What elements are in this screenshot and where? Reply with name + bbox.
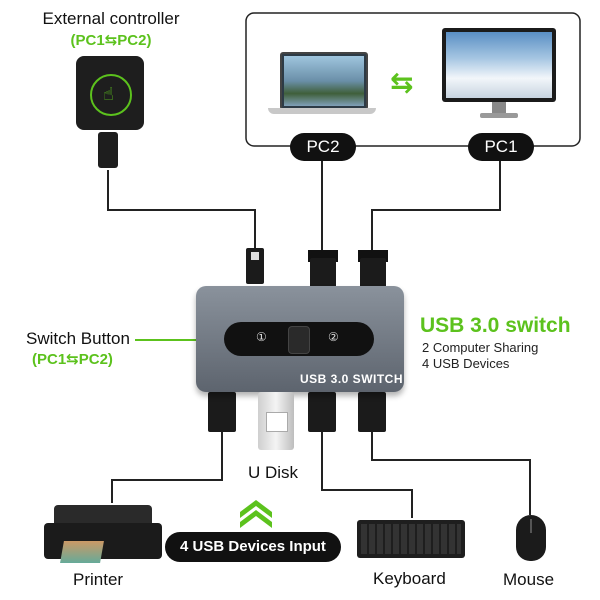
switch-button-title: Switch Button <box>26 329 130 348</box>
keyboard-icon <box>357 520 465 558</box>
device-label: USB 3.0 SWITCH <box>300 372 404 386</box>
switch-button-subtitle: (PC1⇆PC2) <box>32 351 113 368</box>
hand-pointer-icon: ☝ <box>103 84 114 104</box>
udisk-icon <box>258 392 294 450</box>
swap-arrows-icon: ⇆ <box>390 67 414 98</box>
controller-plug <box>98 132 118 168</box>
usb-plug-printer <box>208 392 236 432</box>
monitor-pc1 <box>442 28 560 120</box>
pc1-cable <box>371 160 501 250</box>
external-controller[interactable]: ☝ <box>76 56 144 130</box>
pc1-indicator: ① <box>256 330 267 344</box>
usb-plug-pc1 <box>358 250 388 288</box>
mouse-label: Mouse <box>503 570 555 589</box>
printer-cable <box>111 430 223 503</box>
pc2-label: PC2 <box>290 133 356 161</box>
keyboard-cable <box>321 430 413 518</box>
controller-cable <box>107 170 256 250</box>
usb-plug-mouse <box>358 392 386 432</box>
upward-chevrons-icon <box>240 500 272 528</box>
switch-front-panel: ① ② <box>224 322 374 356</box>
usb-plug-keyboard <box>308 392 336 432</box>
keyboard-label: Keyboard <box>373 569 446 588</box>
printer-label: Printer <box>73 570 124 589</box>
external-controller-title: External controller <box>42 9 180 28</box>
laptop-pc2 <box>268 50 376 118</box>
mouse-icon <box>516 515 546 561</box>
mouse-cable <box>371 430 531 515</box>
udisk-label: U Disk <box>248 463 299 482</box>
computers-frame <box>245 12 581 147</box>
external-controller-subtitle: (PC1⇆PC2) <box>70 32 152 49</box>
product-feature-1: 2 Computer Sharing <box>422 340 539 355</box>
product-feature-2: 4 USB Devices <box>422 356 510 371</box>
product-title: USB 3.0 switch <box>420 314 571 337</box>
usb-plug-pc2 <box>308 250 338 288</box>
printer-icon <box>44 505 162 563</box>
pc1-label: PC1 <box>468 133 534 161</box>
touch-ring-icon <box>90 74 132 116</box>
pc2-indicator: ② <box>328 330 339 344</box>
usb-devices-input-pill: 4 USB Devices Input <box>165 532 341 562</box>
usb-switch-device: ① ② USB 3.0 SWITCH <box>196 286 404 392</box>
usb-plug-controller <box>246 248 264 284</box>
switch-button[interactable] <box>288 326 310 354</box>
